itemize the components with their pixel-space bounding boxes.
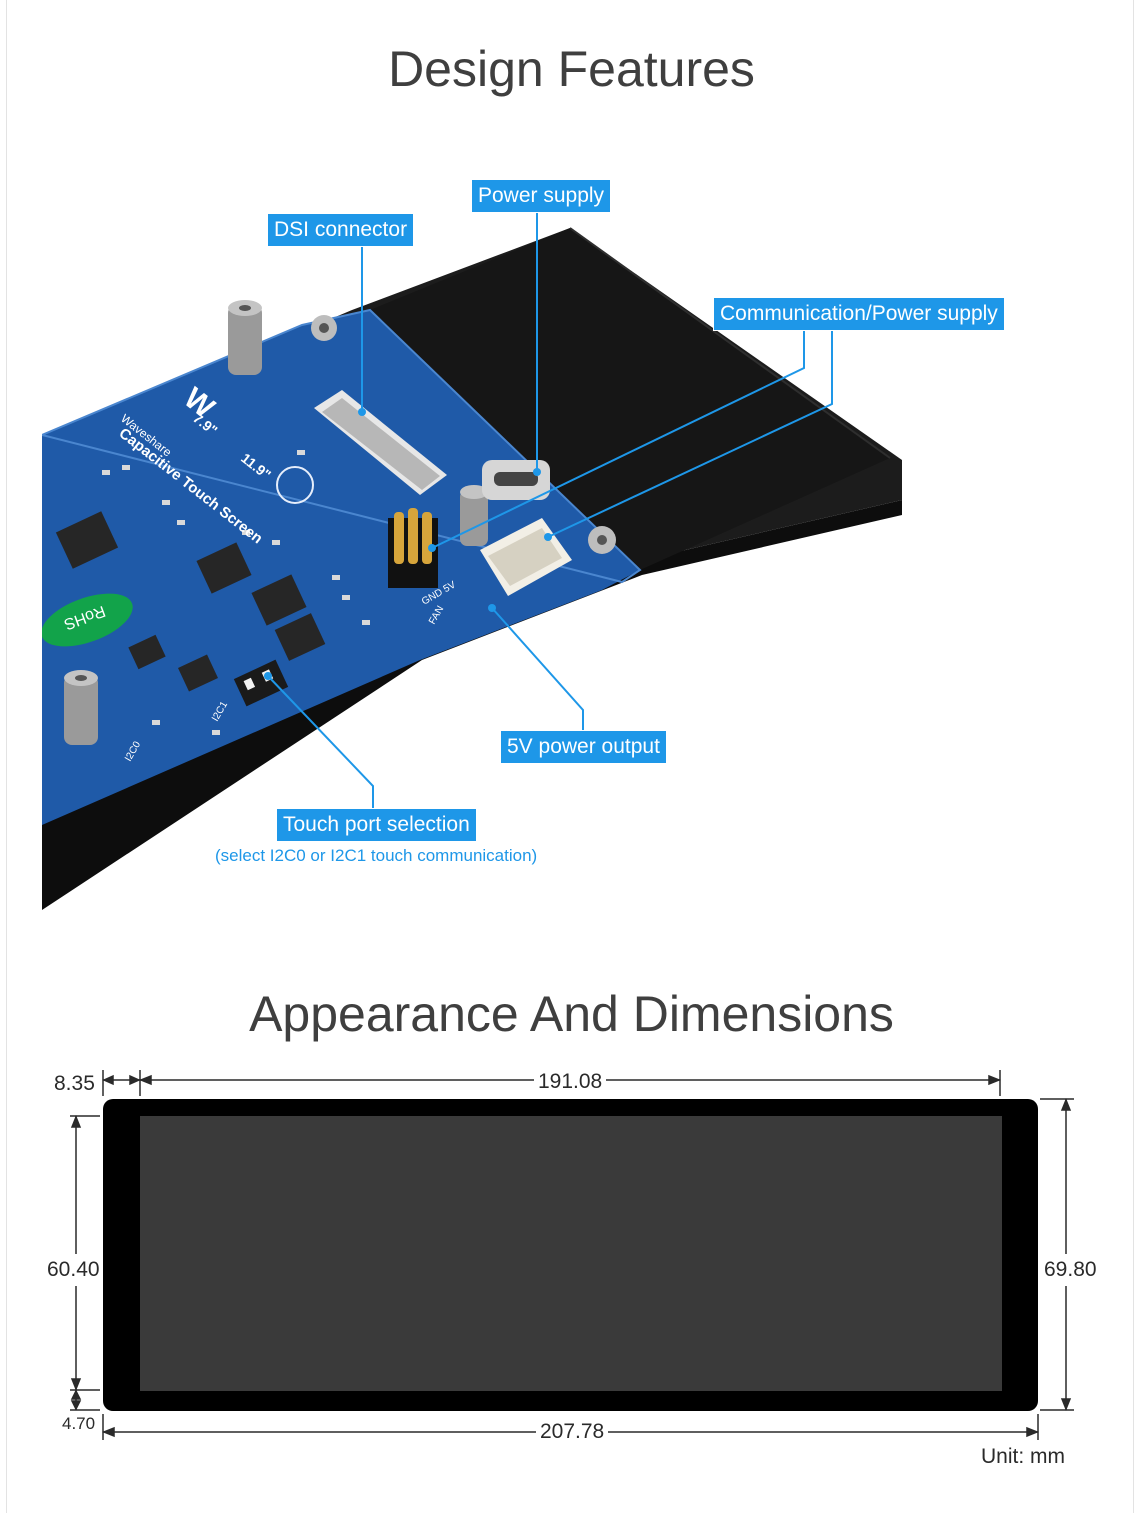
dim-outer-width: 207.78 bbox=[536, 1420, 609, 1444]
dim-active-height: 60.40 bbox=[47, 1254, 100, 1286]
unit-label: Unit: mm bbox=[981, 1445, 1065, 1468]
dim-active-width: 191.08 bbox=[534, 1070, 607, 1094]
callout-touch-port-note: (select I2C0 or I2C1 touch communication… bbox=[215, 846, 538, 865]
dimension-lines bbox=[70, 1070, 1074, 1440]
callout-dsi-connector: DSI connector bbox=[268, 214, 414, 246]
callout-power-supply: Power supply bbox=[472, 180, 611, 212]
dim-outer-height: 69.80 bbox=[1044, 1254, 1097, 1286]
design-features-title: Design Features bbox=[388, 41, 755, 97]
page-frame bbox=[6, 0, 1134, 1513]
dip-switch bbox=[233, 659, 289, 707]
active-area bbox=[140, 1116, 1002, 1391]
standoff bbox=[64, 675, 98, 745]
callout-touch-port: Touch port selection bbox=[277, 809, 476, 841]
standoff bbox=[228, 305, 262, 375]
callout-5v-output: 5V power output bbox=[501, 731, 666, 763]
product-photo: W Waveshare Capacitive Touch Screen 7.9"… bbox=[42, 227, 902, 910]
callout-comm-power: Communication/Power supply bbox=[714, 298, 1004, 330]
appearance-title: Appearance And Dimensions bbox=[249, 986, 894, 1042]
dimension-drawing: 8.35 191.08 60.40 69.80 4.70 207.78 bbox=[0, 1060, 1143, 1513]
rohs-badge bbox=[42, 593, 133, 647]
dim-bezel-left: 8.35 bbox=[54, 1072, 95, 1096]
dim-bezel-bottom: 4.70 bbox=[62, 1412, 96, 1436]
